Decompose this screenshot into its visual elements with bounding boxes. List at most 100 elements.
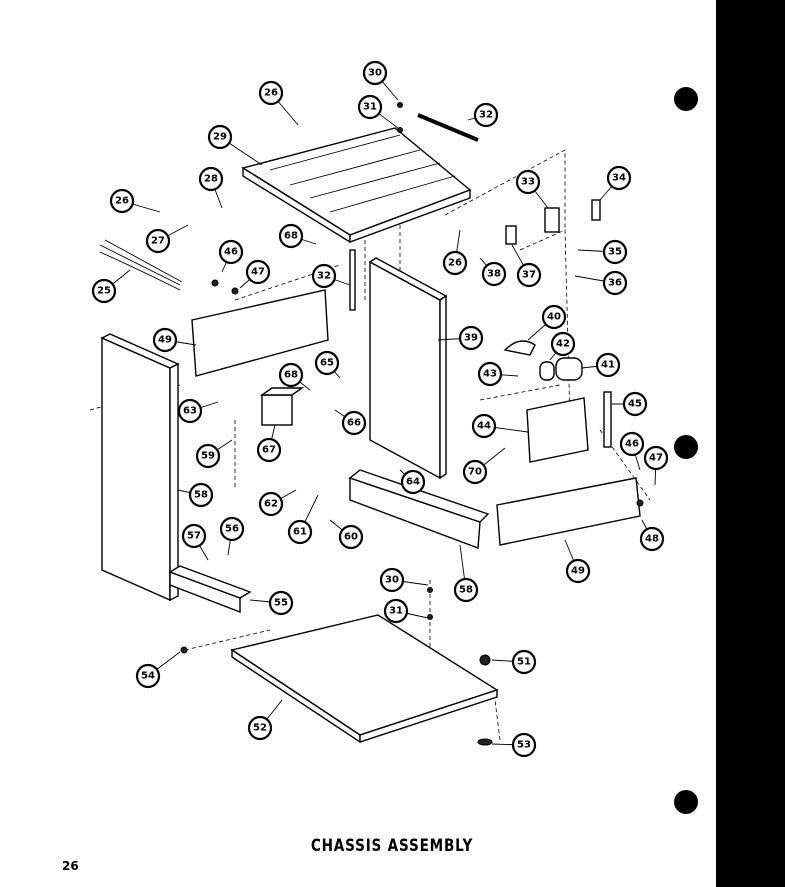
callout-circle [515,169,541,195]
callout-68: 68 [278,223,317,249]
callout-52: 52 [247,699,283,741]
callout-label: 30 [368,68,382,79]
callout-28: 28 [198,166,224,209]
wire-harness [99,239,183,291]
callout-circle [311,263,337,289]
callout-label: 39 [464,333,478,344]
callout-label: 35 [608,247,622,258]
callout-66: 66 [334,409,367,436]
callout-circle [462,459,488,485]
callout-circle [541,304,567,330]
vertical-bar [349,249,356,311]
callout-label: 68 [284,231,298,242]
callout-label: 47 [251,267,265,278]
callout-47: 47 [239,259,271,289]
callout-label: 52 [253,723,267,734]
callout-label: 32 [317,271,331,282]
callout-27: 27 [145,224,189,254]
callout-label: 43 [483,369,497,380]
callout-circle [511,732,537,758]
callout-circle [268,590,294,616]
callout-70: 70 [462,447,506,485]
callout-26: 26 [442,229,468,276]
callout-label: 29 [213,132,227,143]
callout-label: 26 [448,258,462,269]
callout-31: 31 [357,94,399,129]
callout-label: 46 [625,439,639,450]
callout-29: 29 [207,124,263,166]
callout-label: 53 [517,740,531,751]
callout-26: 26 [109,188,161,214]
callout-circle [481,261,507,287]
callout-60: 60 [329,519,364,550]
callout-37: 37 [511,244,542,288]
callout-44: 44 [471,413,529,439]
callout-label: 49 [571,566,585,577]
callout-circle [619,431,645,457]
callout-53: 53 [491,732,537,758]
callout-26: 26 [258,80,299,126]
callout-circle [383,598,409,624]
callout-label: 30 [385,575,399,586]
callout-label: 64 [406,477,420,488]
callout-32: 32 [311,263,351,289]
front-panel-lower [496,477,641,546]
callout-label: 46 [224,247,238,258]
mounting-plate [526,397,589,463]
callout-45: 45 [612,391,648,417]
callout-label: 34 [612,173,626,184]
callout-circle [453,577,479,603]
page-title: CHASSIS ASSEMBLY [310,836,474,856]
callout-circle [639,526,665,552]
callout-label: 57 [187,531,201,542]
callout-67: 67 [256,424,282,463]
callout-label: 32 [479,110,493,121]
callout-label: 47 [649,453,663,464]
callout-circle [595,352,621,378]
brackets [505,199,601,245]
callout-label: 68 [284,370,298,381]
fasteners [180,102,644,746]
callout-circle [145,228,171,254]
callout-30: 30 [379,567,429,593]
callout-label: 38 [487,269,501,280]
callout-49: 49 [564,539,591,584]
callout-label: 37 [522,270,536,281]
callout-label: 28 [204,174,218,185]
callout-circle [195,443,221,469]
strip [603,391,612,448]
callout-label: 33 [521,177,535,188]
callout-circle [247,715,273,741]
control-box [259,387,305,426]
callout-circle [109,188,135,214]
callout-circle [341,410,367,436]
callout-57: 57 [181,523,209,561]
callout-label: 63 [183,406,197,417]
top-bar [417,113,479,142]
callout-label: 25 [97,286,111,297]
callout-25: 25 [91,269,131,304]
callout-circle [606,165,632,191]
callout-circle [256,437,282,463]
callout-label: 44 [477,421,491,432]
callout-circle [218,239,244,265]
callout-36: 36 [574,270,628,296]
callout-circle [278,223,304,249]
callout-label: 26 [264,88,278,99]
left-side-panel [100,333,180,602]
callout-46: 46 [218,239,244,273]
callout-label: 56 [225,524,239,535]
callout-circle [516,262,542,288]
callout-label: 48 [645,534,659,545]
callout-label: 66 [347,418,361,429]
callout-label: 58 [459,585,473,596]
callout-35: 35 [577,239,628,265]
callout-circle [188,482,214,508]
callout-30: 30 [362,60,399,101]
callout-circle [258,491,284,517]
callout-label: 58 [194,490,208,501]
base-plate [230,614,499,744]
callout-circle [602,239,628,265]
